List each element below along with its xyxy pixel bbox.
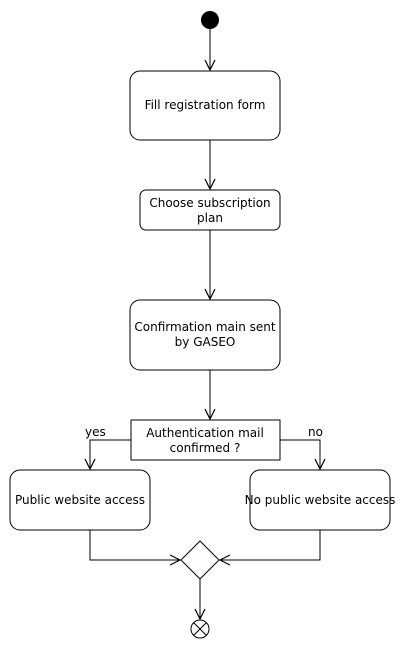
edge-public-to-merge <box>89 530 180 560</box>
public-access-label: Public website access <box>15 493 145 507</box>
activity-choose-subscription-plan: Choose subscription plan <box>139 189 281 231</box>
flow-final-node <box>190 619 210 639</box>
choose-plan-label-line1: Choose subscription <box>149 196 270 210</box>
activity-confirmation-sent: Confirmation main sent by GASEO <box>129 299 281 371</box>
edge-no-public-to-merge <box>220 530 321 560</box>
fill-form-label: Fill registration form <box>145 98 266 112</box>
merge-node <box>180 540 220 580</box>
activity-no-public-website-access: No public website access <box>245 469 396 531</box>
no-label: no <box>308 425 323 439</box>
confirmation-label-line2: by GASEO <box>175 335 236 349</box>
edge-decision-no <box>280 439 320 469</box>
decision-label-line2: confirmed ? <box>170 441 241 455</box>
choose-plan-label-line2: plan <box>197 211 223 225</box>
decision-label-line1: Authentication mail <box>146 426 264 440</box>
edge-decision-yes <box>90 439 131 469</box>
activity-fill-registration-form: Fill registration form <box>129 70 281 141</box>
confirmation-label-line1: Confirmation main sent <box>134 320 275 334</box>
no-public-access-label: No public website access <box>245 493 396 507</box>
start-node <box>201 11 219 29</box>
yes-label: yes <box>85 425 106 439</box>
decision-authentication-confirmed: Authentication mail confirmed ? <box>130 419 281 461</box>
activity-public-website-access: Public website access <box>9 469 151 531</box>
